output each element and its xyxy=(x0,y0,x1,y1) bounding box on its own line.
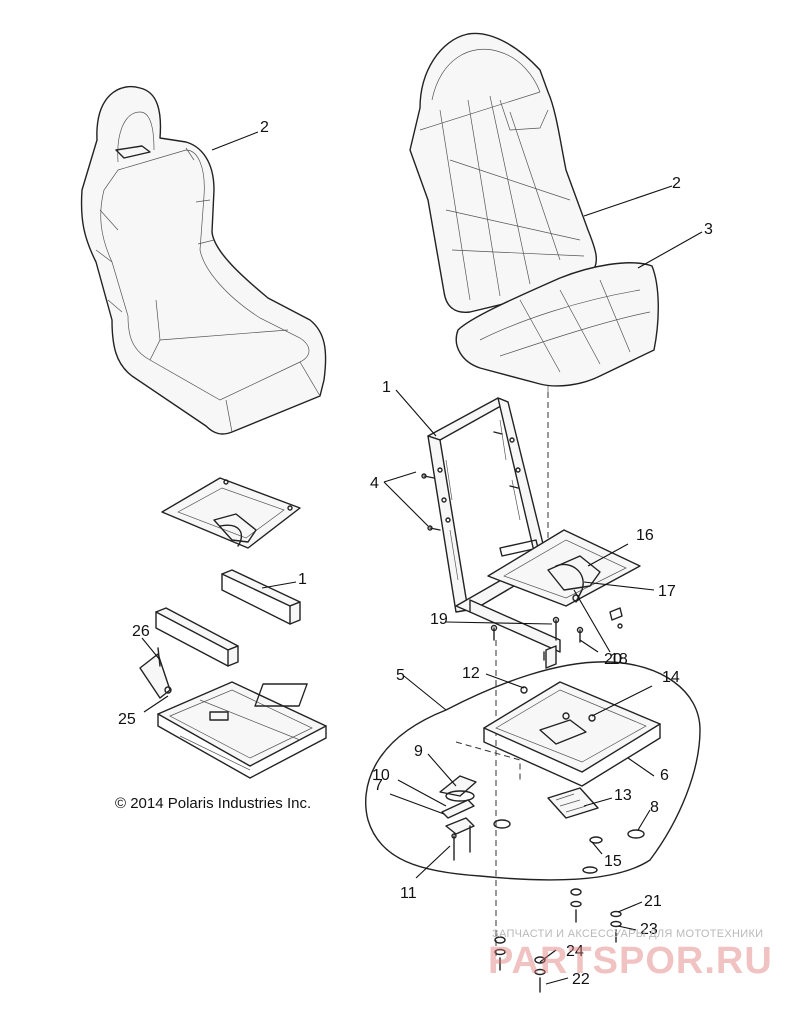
rail-plate xyxy=(547,787,599,819)
clip-left xyxy=(139,647,172,699)
copyright-notice: © 2014 Polaris Industries Inc. xyxy=(115,795,312,812)
rail-tube-lower xyxy=(155,607,239,667)
callout-18: 18 xyxy=(610,651,628,668)
leader-lines xyxy=(141,131,703,985)
callout-17: 17 xyxy=(658,583,676,600)
callout-1-right: 1 xyxy=(382,379,391,396)
callout-23: 23 xyxy=(640,921,658,938)
callout-2-right: 2 xyxy=(672,175,681,192)
callout-11: 11 xyxy=(400,885,417,902)
lever-assembly xyxy=(439,775,477,861)
callout-8: 8 xyxy=(650,799,659,816)
callout-13: 13 xyxy=(614,787,632,804)
callout-5: 5 xyxy=(396,667,405,684)
slider-base-left xyxy=(157,681,327,779)
callout-19: 19 xyxy=(430,611,448,628)
watermark-tagline: ЗАПЧАСТИ И АКСЕССУАРЫ ДЛЯ МОТОТЕХНИКИ xyxy=(492,928,764,940)
callout-4: 4 xyxy=(370,475,379,492)
callout-15: 15 xyxy=(604,853,622,870)
slider-base-right xyxy=(254,681,661,787)
callout-6: 6 xyxy=(660,767,669,784)
callout-16: 16 xyxy=(636,527,654,544)
callout-22: 22 xyxy=(572,971,590,988)
callout-10: 10 xyxy=(372,767,390,784)
seat-frame-right xyxy=(427,397,561,669)
callout-7: 7 xyxy=(374,777,383,794)
screws xyxy=(490,616,584,661)
seat-shell-left xyxy=(80,86,327,435)
seat-assembly-right xyxy=(409,32,659,392)
callout-14: 14 xyxy=(662,669,680,686)
callout-2-left: 2 xyxy=(260,119,269,136)
callout-3: 3 xyxy=(704,221,713,238)
callout-21: 21 xyxy=(644,893,662,910)
callout-12: 12 xyxy=(462,665,480,682)
nuts-washers xyxy=(493,819,645,993)
alignment-line xyxy=(455,741,521,782)
seat-bracket-left xyxy=(161,477,301,549)
callout-1-left: 1 xyxy=(298,571,307,588)
callout-9: 9 xyxy=(414,743,423,760)
bolt-set xyxy=(421,431,519,531)
watermark-logo: PARTSPOR.RU xyxy=(488,940,773,982)
inset-outline xyxy=(365,661,701,881)
callout-25: 25 xyxy=(118,711,136,728)
seat-bracket-right xyxy=(487,529,641,629)
callout-20: 20 xyxy=(604,651,622,668)
callout-26: 26 xyxy=(132,623,150,640)
callouts: 2 2 3 1 4 1 26 25 5 12 14 6 16 17 19 20 … xyxy=(118,119,713,988)
callout-24: 24 xyxy=(566,943,584,960)
rail-tube-upper xyxy=(221,569,301,625)
